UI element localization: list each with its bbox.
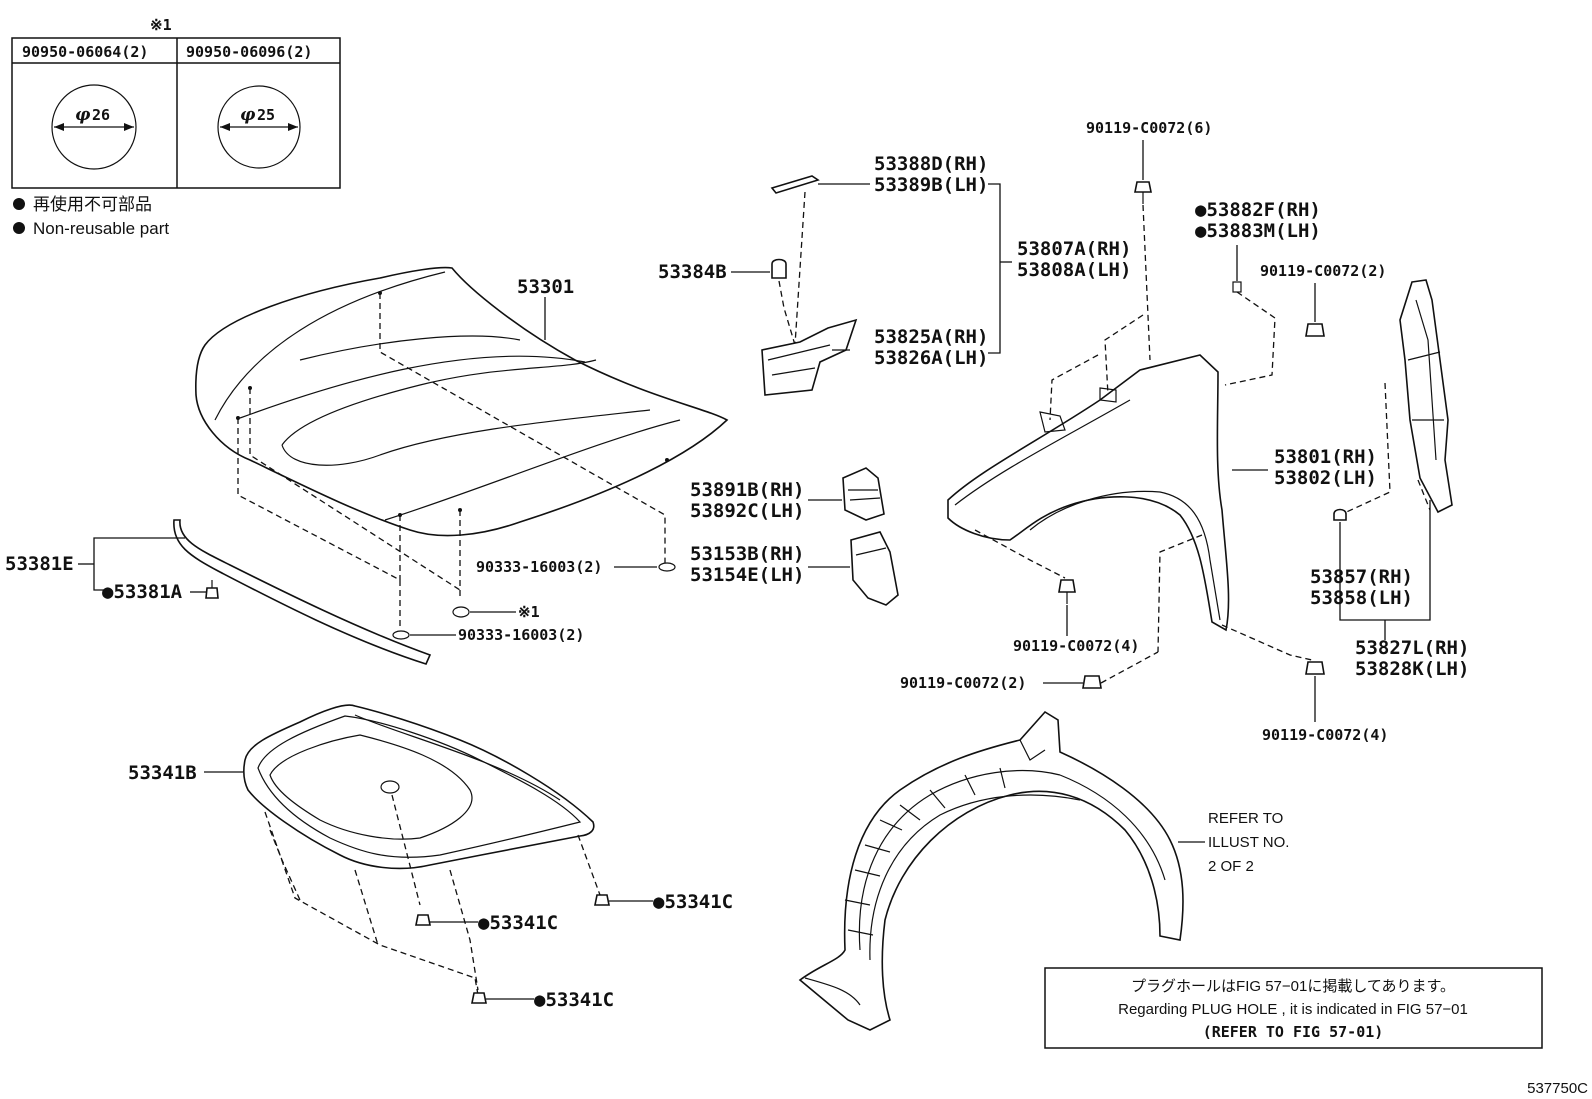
label-90119-right-upper: 90119-C0072(2): [1260, 262, 1386, 280]
label-90119-top: 90119-C0072(6): [1086, 119, 1212, 137]
label-53341C-right: ●53341C: [653, 891, 733, 913]
note-jp: プラグホールはFIG 57−01に掲載してあります。: [1131, 978, 1455, 995]
bullet-icon: [13, 222, 25, 234]
label-53801: 53801(RH): [1274, 446, 1377, 468]
label-53301: 53301: [517, 276, 574, 298]
refer-line-1: REFER TO: [1208, 810, 1283, 827]
footnote-part-2: 90950-06096(2): [186, 43, 312, 61]
spacer-pad-group: 53891B(RH) 53892C(LH) 53153B(RH) 53154E(…: [690, 467, 899, 606]
diameter-symbol-2: φ: [240, 105, 256, 125]
label-90119-lower-right: 90119-C0072(4): [1262, 726, 1388, 744]
diameter-2: 25: [257, 106, 275, 124]
refer-line-3: 2 OF 2: [1208, 858, 1254, 875]
label-53857: 53857(RH): [1310, 566, 1413, 588]
diameter-1: 26: [92, 106, 110, 124]
plug-25-icon: [217, 85, 301, 169]
label-90333-16003-lower: 90333-16003(2): [458, 626, 584, 644]
label-53389B: 53389B(LH): [874, 174, 988, 196]
bracket-group: 53388D(RH) 53389B(LH) 53807A(RH) 53808A(…: [658, 153, 1131, 396]
label-90333-16003-upper: 90333-16003(2): [476, 558, 602, 576]
plug-26-icon: [51, 84, 137, 170]
label-53882F: ●53882F(RH): [1195, 199, 1321, 221]
label-53388D: 53388D(RH): [874, 153, 988, 175]
label-note-marker: ※1: [518, 603, 540, 621]
label-53807A: 53807A(RH): [1017, 238, 1131, 260]
footnote-part-1: 90950-06064(2): [22, 43, 148, 61]
label-53892C: 53892C(LH): [690, 500, 804, 522]
label-53827L: 53827L(RH): [1355, 637, 1469, 659]
hood-seal-illustration: 53381E ●53381A: [5, 519, 432, 665]
label-53341C-mid: ●53341C: [478, 912, 558, 934]
note-box: プラグホールはFIG 57−01に掲載してあります。 Regarding PLU…: [1044, 967, 1543, 1049]
fender-liner-illustration: REFER TO ILLUST NO. 2 OF 2: [798, 710, 1289, 1031]
label-53826A: 53826A(LH): [874, 347, 988, 369]
legend-jp: 再使用不可部品: [33, 194, 152, 214]
label-53825A: 53825A(RH): [874, 326, 988, 348]
fender-illustration: 90119-C0072(6) ●53882F(RH) ●53883M(LH) 9…: [900, 119, 1388, 744]
label-53828K: 53828K(LH): [1355, 658, 1469, 680]
label-90119-lower-left: 90119-C0072(2): [900, 674, 1026, 692]
illustration-code: 537750C: [1527, 1080, 1588, 1097]
legend-en: Non-reusable part: [33, 219, 169, 238]
refer-line-2: ILLUST NO.: [1208, 834, 1289, 851]
hood-insulator-illustration: 53341B ●53341C ●53341C ●53341C: [128, 704, 733, 1011]
label-53381A: ●53381A: [102, 581, 183, 603]
label-53883M: ●53883M(LH): [1195, 220, 1321, 242]
diameter-symbol-1: φ: [75, 105, 91, 125]
note-en: Regarding PLUG HOLE , it is indicated in…: [1118, 1001, 1468, 1018]
label-53802: 53802(LH): [1274, 467, 1377, 489]
label-90119-lower-mid: 90119-C0072(4): [1013, 637, 1139, 655]
fender-seal-illustration: 53857(RH) 53858(LH) 53827L(RH) 53828K(LH…: [1310, 279, 1469, 680]
hood-illustration: 53301: [195, 266, 729, 630]
label-53891B: 53891B(RH): [690, 479, 804, 501]
label-53341C-bottom: ●53341C: [534, 989, 614, 1011]
label-53153B: 53153B(RH): [690, 543, 804, 565]
legend: 再使用不可部品 Non-reusable part: [13, 194, 169, 238]
label-53381E: 53381E: [5, 553, 74, 575]
label-53858: 53858(LH): [1310, 587, 1413, 609]
footnote-marker: ※1: [150, 16, 172, 34]
label-53341B: 53341B: [128, 762, 197, 784]
label-53384B: 53384B: [658, 261, 727, 283]
label-53154E: 53154E(LH): [690, 564, 804, 586]
footnote-table: ※1 90950-06064(2) 90950-06096(2) φ 26 φ …: [11, 16, 341, 189]
label-53808A: 53808A(LH): [1017, 259, 1131, 281]
note-ref: (REFER TO FIG 57-01): [1203, 1023, 1384, 1041]
bullet-icon: [13, 198, 25, 210]
